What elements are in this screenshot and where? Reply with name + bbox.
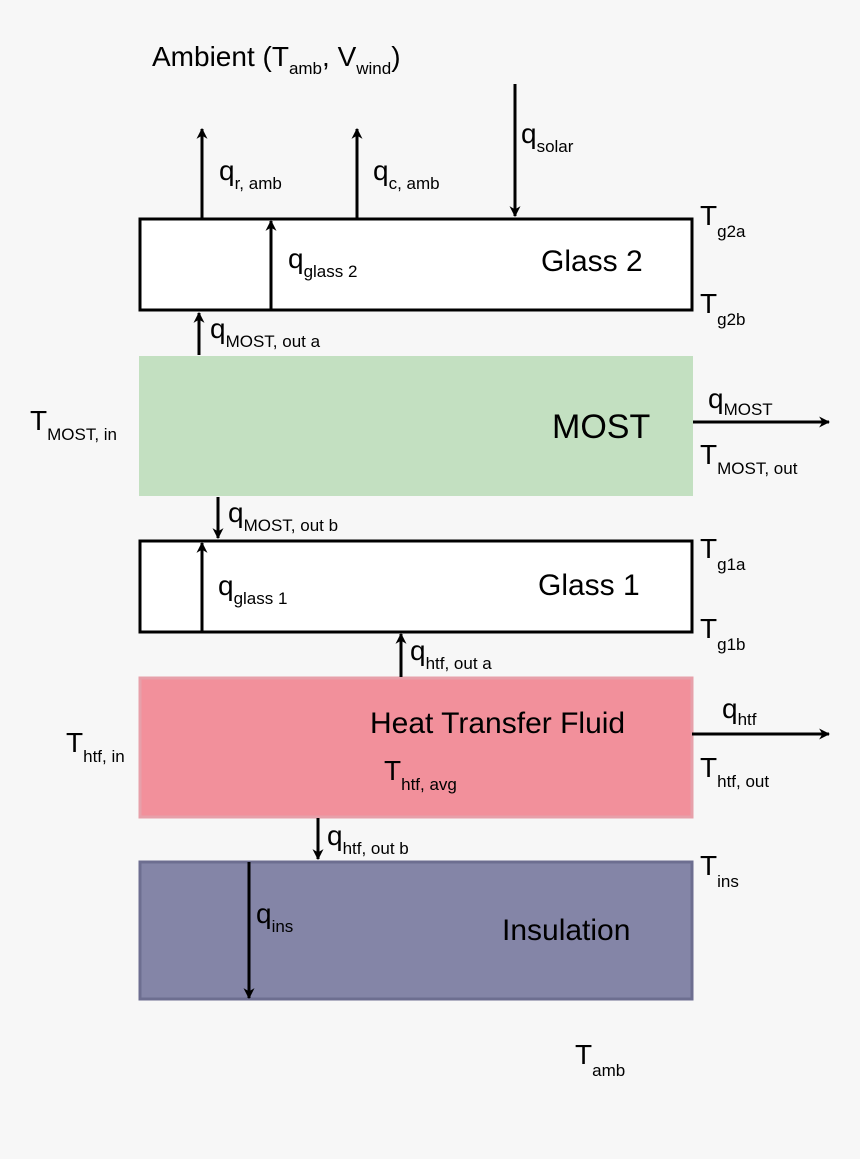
q-glass1-label: qglass 1 [218, 570, 287, 608]
htf-label: Heat Transfer Fluid [370, 707, 625, 740]
t-amb-label: Tamb [575, 1039, 625, 1080]
t-htf-avg-label: Thtf, avg [384, 755, 457, 794]
q-most-out-b-label: qMOST, out b [228, 497, 338, 535]
t-g1a-label: Tg1a [700, 533, 746, 574]
q-r-amb-label: qr, amb [219, 155, 282, 193]
q-glass2-label: qglass 2 [288, 243, 357, 281]
glass-2-label: Glass 2 [541, 245, 643, 278]
t-most-in-label: TMOST, in [30, 405, 117, 444]
t-htf-out-label: Thtf, out [700, 752, 769, 791]
insulation-label: Insulation [502, 914, 630, 947]
t-g1b-label: Tg1b [700, 613, 745, 654]
glass-1-label: Glass 1 [538, 569, 640, 602]
most-block [139, 356, 693, 496]
t-ins-label: Tins [700, 850, 739, 891]
q-most-label: qMOST [708, 383, 773, 419]
ambient-title: Ambient (Tamb, Vwind) [152, 41, 401, 78]
insulation-block [138, 860, 694, 1001]
glass-2-block [138, 217, 694, 312]
t-htf-in-label: Thtf, in [66, 727, 125, 766]
glass-1-block [138, 539, 694, 634]
q-most-out-a-label: qMOST, out a [210, 313, 321, 351]
t-g2b-label: Tg2b [700, 288, 745, 329]
q-htf-out-b-label: qhtf, out b [327, 820, 409, 858]
q-solar-label: qsolar [521, 118, 574, 156]
q-ins-label: qins [256, 898, 293, 936]
htf-block [138, 676, 694, 819]
t-most-out-label: TMOST, out [700, 439, 798, 478]
q-htf-label: qhtf [722, 693, 757, 729]
q-c-amb-label: qc, amb [373, 155, 440, 193]
q-htf-out-a-label: qhtf, out a [410, 635, 492, 673]
t-g2a-label: Tg2a [700, 200, 746, 241]
most-label: MOST [552, 408, 650, 446]
